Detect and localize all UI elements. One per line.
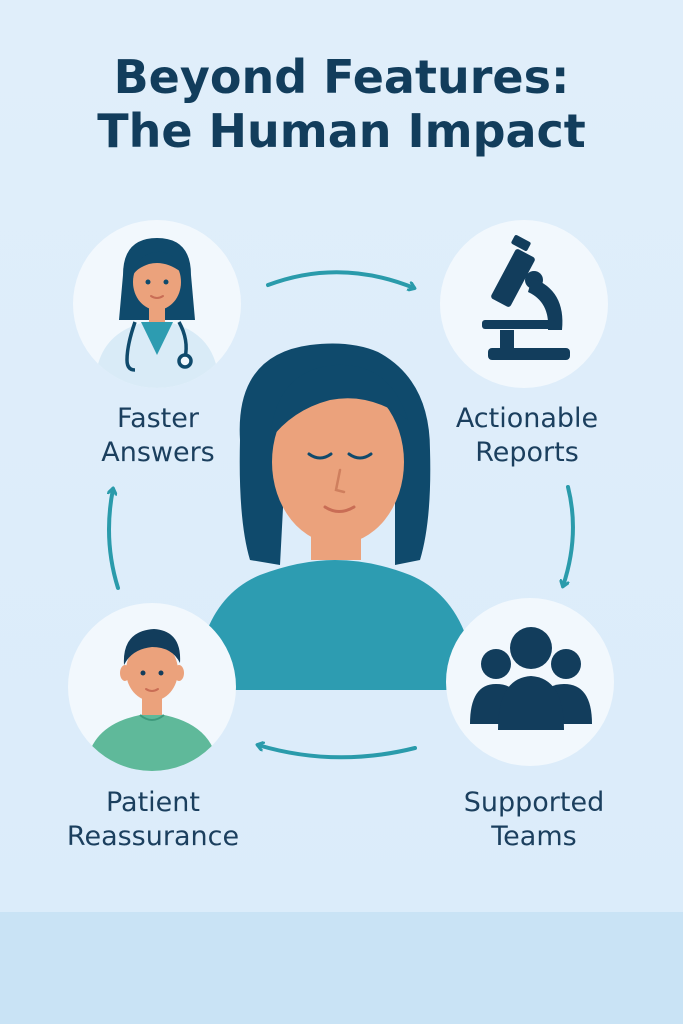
label-patient-reassurance-line-1: Patient [105, 787, 200, 818]
title-line-1: Beyond Features: [113, 50, 570, 104]
label-actionable-reports-line-1: Actionable [455, 403, 599, 434]
label-patient-reassurance-line-2: Reassurance [66, 821, 240, 852]
team-icon [470, 627, 592, 730]
label-supported-teams-line-2: Teams [491, 821, 577, 852]
label-actionable-reports: Actionable Reports [407, 402, 647, 470]
arrow-left [109, 489, 120, 590]
node-patient-reassurance [68, 603, 236, 771]
footer-band [0, 912, 683, 1024]
label-supported-teams-line-1: Supported [463, 787, 605, 818]
doctor-icon [95, 238, 219, 388]
patient-icon [86, 629, 218, 771]
title-line-2: The Human Impact [97, 104, 586, 158]
page-title: Beyond Features: The Human Impact [0, 50, 683, 158]
node-faster-answers [73, 220, 241, 388]
node-actionable-reports [440, 220, 608, 388]
label-faster-answers-line-1: Faster [117, 403, 199, 434]
arrow-top [266, 270, 414, 288]
arrow-bottom [258, 745, 417, 760]
label-faster-answers-line-2: Answers [101, 437, 215, 468]
label-faster-answers: Faster Answers [38, 402, 278, 470]
label-supported-teams: Supported Teams [414, 786, 654, 854]
label-patient-reassurance: Patient Reassurance [33, 786, 273, 854]
arrow-right [563, 485, 575, 586]
microscope-icon [482, 235, 570, 360]
label-actionable-reports-line-2: Reports [475, 437, 579, 468]
node-supported-teams [446, 598, 614, 766]
